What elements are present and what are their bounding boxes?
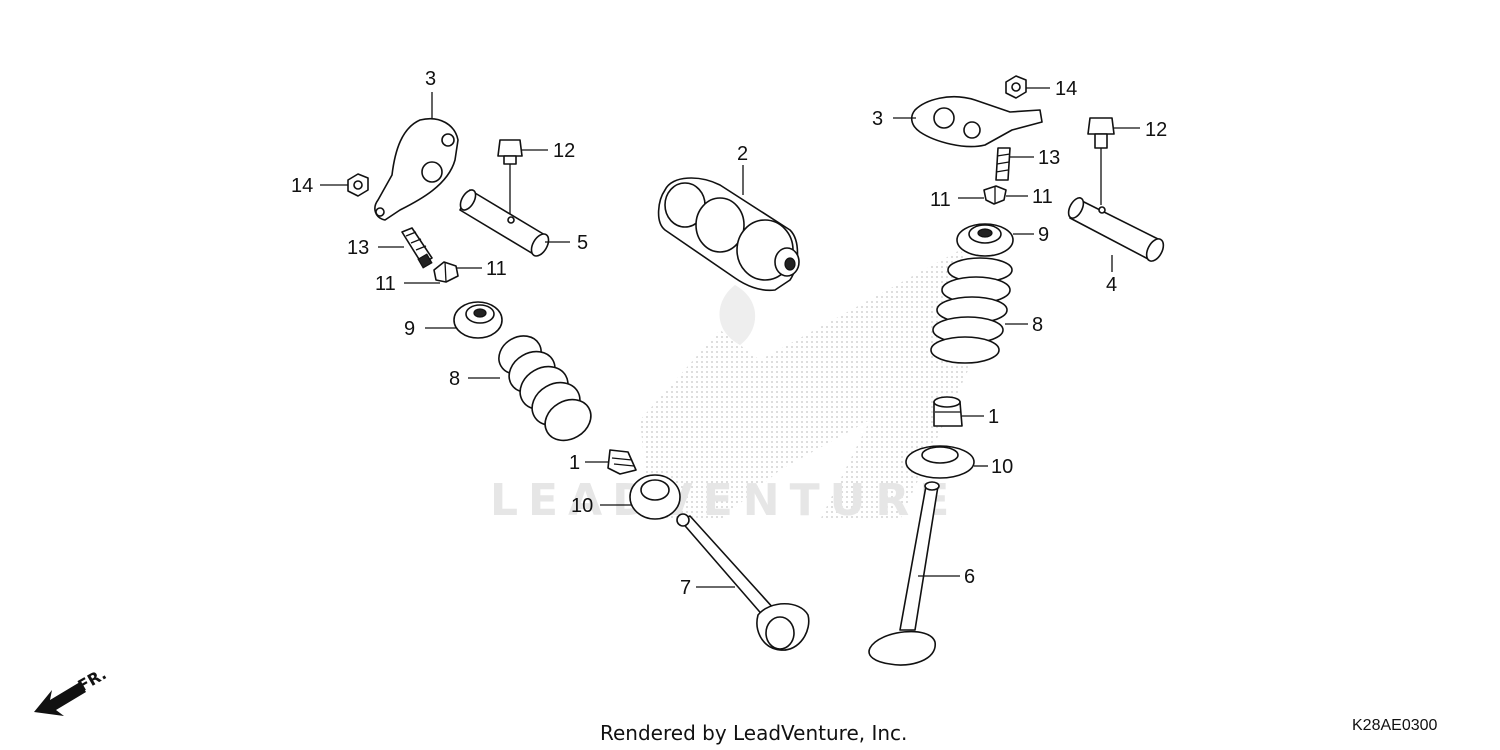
callout-10-right: 10 bbox=[991, 456, 1013, 478]
adjust-screw-left[interactable] bbox=[401, 227, 433, 269]
stem-seal-left[interactable] bbox=[607, 449, 637, 475]
valve-spring-left[interactable] bbox=[492, 328, 598, 448]
bolt-left[interactable] bbox=[497, 139, 523, 220]
callout-7: 7 bbox=[680, 577, 691, 599]
callout-14-left: 14 bbox=[291, 175, 313, 197]
callout-9-left: 9 bbox=[404, 318, 415, 340]
callout-12-left: 12 bbox=[553, 140, 575, 162]
callout-14-right: 14 bbox=[1055, 78, 1077, 100]
callout-3-left: 3 bbox=[425, 68, 436, 90]
nut-left[interactable] bbox=[347, 173, 369, 197]
watermark-text: LEADVENTURE bbox=[490, 475, 959, 526]
callout-1-left: 1 bbox=[569, 452, 580, 474]
rocker-arm-left[interactable] bbox=[374, 118, 459, 221]
nut-right[interactable] bbox=[1005, 75, 1027, 99]
callout-10-left: 10 bbox=[571, 495, 593, 517]
callout-4: 4 bbox=[1106, 274, 1117, 296]
rocker-arm-right[interactable] bbox=[910, 96, 1043, 148]
leader-lines bbox=[320, 87, 1140, 588]
callout-13-left: 13 bbox=[347, 237, 369, 259]
callout-12-right: 12 bbox=[1145, 119, 1167, 141]
callout-5: 5 bbox=[577, 232, 588, 254]
callout-3-right: 3 bbox=[872, 108, 883, 130]
camshaft[interactable] bbox=[657, 177, 800, 292]
front-arrow-icon bbox=[34, 682, 86, 716]
front-direction-indicator: FR. bbox=[34, 664, 110, 716]
valve-right[interactable] bbox=[868, 481, 940, 666]
callout-8-right: 8 bbox=[1032, 314, 1043, 336]
shaft-left[interactable] bbox=[457, 187, 552, 258]
bolt-right[interactable] bbox=[1087, 117, 1115, 205]
callout-11-right-b: 11 bbox=[1032, 186, 1053, 208]
spring-retainer-left[interactable] bbox=[453, 301, 503, 339]
valve-seat-left[interactable] bbox=[629, 474, 681, 520]
cotter-left[interactable] bbox=[433, 261, 459, 283]
diagram-code: K28AE0300 bbox=[1352, 717, 1438, 734]
callout-1-right: 1 bbox=[988, 406, 999, 428]
valve-seat-right[interactable] bbox=[905, 445, 975, 479]
footer-credit: Rendered by LeadVenture, Inc. bbox=[600, 721, 907, 745]
callout-labels: 3 14 12 2 5 13 11 11 9 8 1 10 7 3 14 12 … bbox=[291, 68, 1167, 599]
callout-6: 6 bbox=[964, 566, 975, 588]
callout-11-right-a: 11 bbox=[930, 189, 951, 211]
callout-11-left-a: 11 bbox=[486, 258, 507, 280]
callout-9-right: 9 bbox=[1038, 224, 1049, 246]
callout-2: 2 bbox=[737, 143, 748, 165]
cotter-right[interactable] bbox=[983, 185, 1007, 205]
valve-spring-right[interactable] bbox=[930, 257, 1013, 364]
callout-8-left: 8 bbox=[449, 368, 460, 390]
spring-retainer-right[interactable] bbox=[956, 223, 1014, 257]
valve-left[interactable] bbox=[676, 513, 810, 651]
callout-11-left-b: 11 bbox=[375, 273, 396, 295]
watermark-logo: LEADVENTURE bbox=[490, 250, 1000, 526]
callout-13-right: 13 bbox=[1038, 147, 1060, 169]
shaft-right[interactable] bbox=[1066, 195, 1167, 263]
adjust-screw-right[interactable] bbox=[995, 147, 1011, 181]
stem-seal-right[interactable] bbox=[933, 396, 963, 427]
